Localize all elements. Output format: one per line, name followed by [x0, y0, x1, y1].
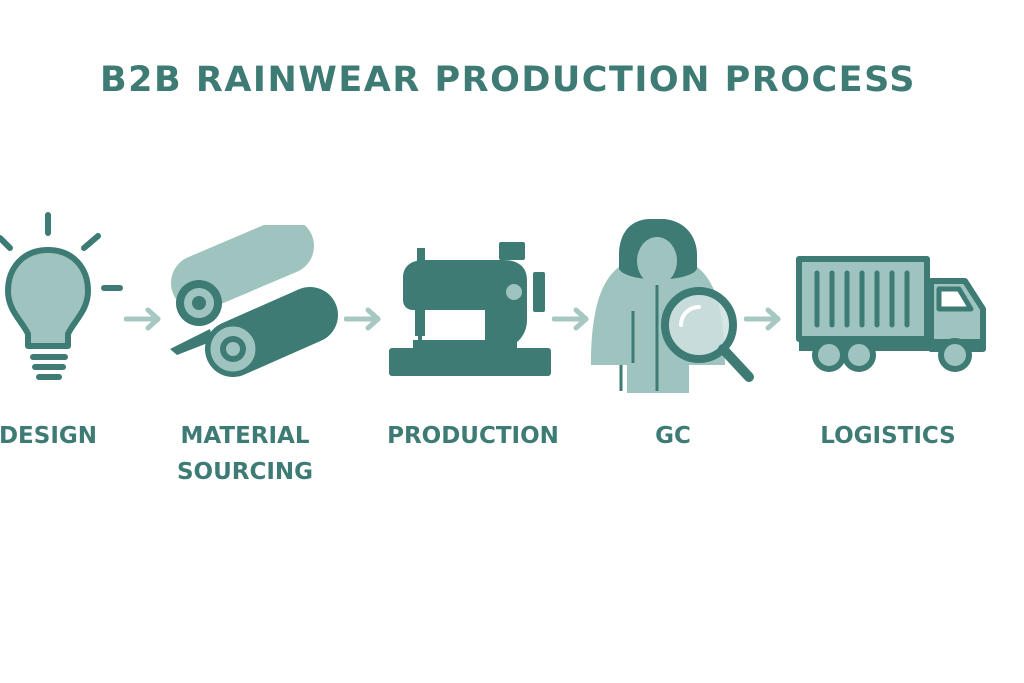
delivery-truck-icon	[796, 256, 986, 372]
arrow-icon	[344, 307, 381, 331]
step-label-line: LOGISTICS	[820, 423, 956, 449]
step-label-design: DESIGN	[0, 418, 97, 454]
step-label-gc: GC	[655, 418, 691, 454]
step-label-logistics: LOGISTICS	[820, 418, 956, 454]
diagram-title: B2B RAINWEAR PRODUCTION PROCESS	[100, 60, 916, 100]
arrow-icon	[124, 307, 161, 331]
arrow-icon	[744, 307, 781, 331]
lightbulb-icon	[0, 212, 123, 380]
step-label-line-2: SOURCING	[176, 459, 314, 485]
sewing-machine-icon	[389, 242, 551, 376]
step-label-material-sourcing: MATERIAL SOURCING	[177, 418, 313, 490]
fabric-rolls-icon	[170, 225, 338, 377]
raincoat-inspection-icon	[591, 219, 754, 393]
arrow-icon	[552, 307, 589, 331]
step-label-line: DESIGN	[0, 423, 98, 449]
step-label-line: PRODUCTION	[387, 423, 559, 449]
step-label-production: PRODUCTION	[387, 418, 559, 454]
step-label-line: MATERIAL	[180, 423, 310, 449]
step-label-line: GC	[655, 423, 691, 449]
